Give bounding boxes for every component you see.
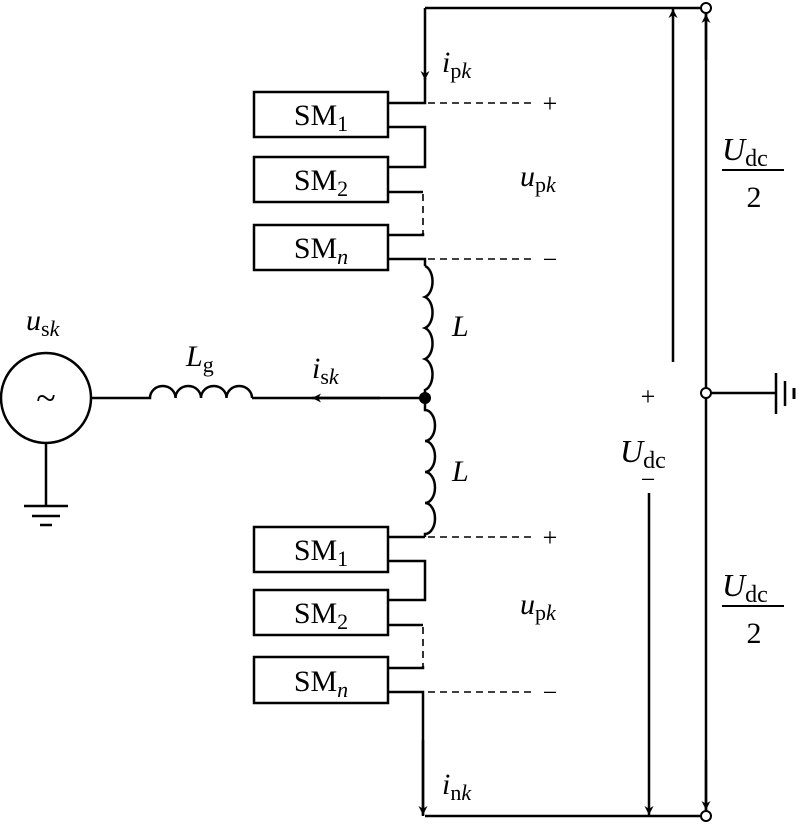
upper-sm-1: SM1: [252, 90, 390, 139]
svg-text:SMn: SMn: [294, 665, 348, 702]
negative-terminal: [700, 810, 712, 822]
positive-terminal: [700, 2, 712, 14]
lower-arm-voltage-label: upk: [520, 588, 557, 625]
upper-arm-current-label: ipk: [442, 46, 472, 83]
udc-label: Udc: [620, 433, 666, 474]
upper-arm-plus: +: [543, 89, 558, 118]
lower-arm-minus: −: [543, 678, 558, 707]
upper-arm-inductor: [421, 264, 434, 398]
lower-sm-1: SM1: [252, 525, 390, 574]
lower-arm-bottom-wire: [388, 690, 425, 816]
upper-sm-link-n: [388, 233, 425, 237]
grid-inductor: [92, 384, 254, 400]
udc-plus: +: [641, 382, 656, 411]
lower-inductor-label: L: [451, 455, 469, 488]
lower-sm-2: SM2: [252, 588, 390, 637]
lower-arm-voltage-dashes: [428, 536, 535, 693]
svg-text:SM2: SM2: [294, 164, 348, 201]
upper-arm-minus: −: [543, 245, 558, 274]
udc-half-lower-label: Udc 2: [722, 567, 784, 650]
upper-sm-2: SM2: [252, 155, 390, 204]
upper-arm-bottom-wire: [388, 257, 427, 266]
lower-sm-link-n: [388, 666, 425, 670]
grid-inductor-label: Lg: [185, 340, 214, 377]
source-voltage-label: usk: [26, 304, 61, 341]
ac-source-symbol: ~: [36, 378, 55, 418]
upper-arm-voltage-dashes: [428, 102, 535, 260]
svg-text:Udc: Udc: [722, 131, 768, 172]
upper-sm-link-1-2: [388, 125, 427, 169]
upper-sm-n: SMn: [252, 223, 390, 272]
udc-half-upper-label: Udc 2: [722, 131, 784, 214]
upper-inductor-label: L: [451, 310, 469, 343]
udc-minus: −: [641, 465, 656, 494]
upper-arm-wire: [388, 78, 427, 105]
svg-text:SM1: SM1: [294, 534, 348, 571]
output-current-label: isk: [312, 352, 340, 389]
dc-ground-icon: [711, 373, 796, 414]
svg-text:2: 2: [747, 181, 762, 214]
lower-arm-inductor: [423, 398, 437, 537]
lower-arm-current-label: ink: [442, 768, 472, 805]
svg-text:SM2: SM2: [294, 597, 348, 634]
midpoint-terminal: [700, 387, 712, 399]
lower-sm-link-1-2: [388, 559, 427, 602]
lower-arm-plus: +: [543, 523, 558, 552]
svg-text:SMn: SMn: [294, 232, 348, 269]
lower-sm-n: SMn: [252, 655, 390, 705]
svg-text:2: 2: [747, 617, 762, 650]
svg-text:SM1: SM1: [294, 99, 348, 136]
source-ground-icon: [24, 443, 68, 527]
svg-text:Udc: Udc: [722, 567, 768, 608]
upper-arm-voltage-label: upk: [520, 160, 557, 197]
